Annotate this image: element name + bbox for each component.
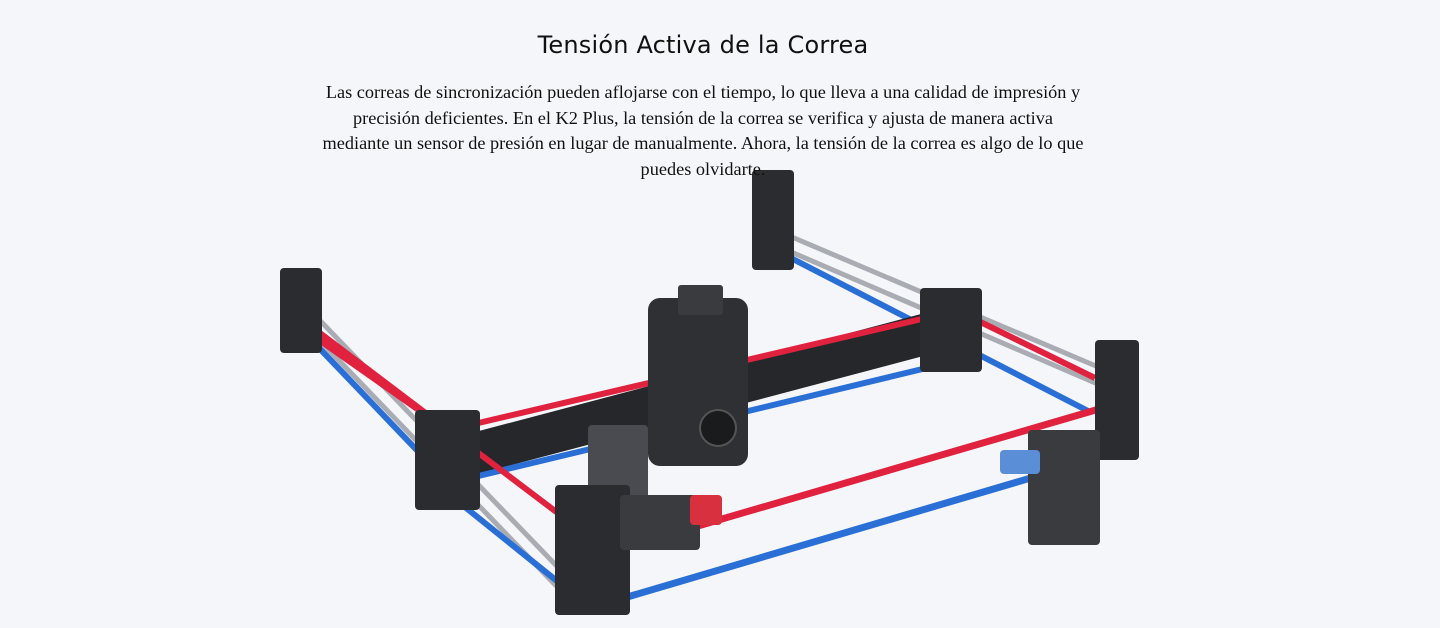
front-right-motor bbox=[1028, 430, 1100, 545]
section-description: Las correas de sincronización pueden afl… bbox=[322, 82, 1084, 179]
frame-blocks bbox=[280, 170, 1139, 615]
front-left-motor bbox=[588, 425, 648, 500]
back-right-corner bbox=[752, 170, 794, 270]
print-head bbox=[648, 285, 748, 466]
gantry-left-carriage bbox=[415, 410, 480, 510]
tension-sensor-blue bbox=[1000, 450, 1040, 474]
front-left-corner bbox=[555, 485, 630, 615]
gantry-right-carriage bbox=[920, 288, 982, 372]
fan-icon bbox=[699, 409, 737, 447]
tension-sensor-red bbox=[690, 495, 722, 525]
section-title: Tensión Activa de la Correa bbox=[537, 31, 869, 59]
front-belts bbox=[589, 396, 1131, 612]
back-left-corner bbox=[280, 268, 322, 353]
front-right-corner bbox=[1095, 340, 1139, 460]
front-left-bracket bbox=[620, 495, 700, 550]
